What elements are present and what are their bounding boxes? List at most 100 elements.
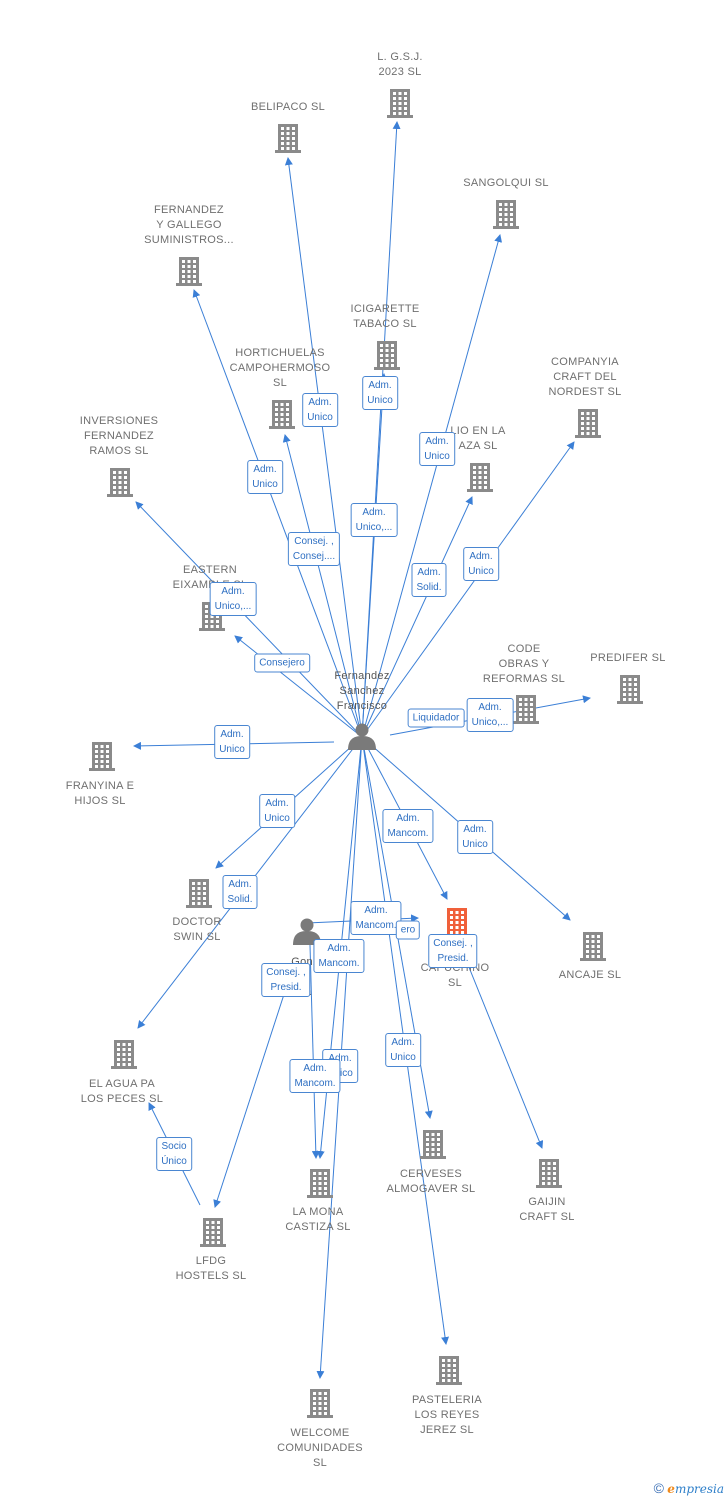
relation-badge[interactable]: Adm.Mancom. <box>350 901 402 935</box>
company-name-companyia[interactable]: COMPANYIA CRAFT DEL NORDEST SL <box>510 355 660 400</box>
company-name-line: EASTERN <box>182 564 238 576</box>
relation-badge[interactable]: Adm.Mancom. <box>313 939 365 973</box>
relation-edge <box>361 496 473 738</box>
company-node-icon[interactable] <box>575 409 601 438</box>
company-node-icon[interactable] <box>580 932 606 961</box>
company-name-predifer[interactable]: PREDIFER SL <box>553 651 703 666</box>
company-name-line: CODE <box>507 643 541 655</box>
relation-badge[interactable]: Adm.Mancom. <box>382 809 434 843</box>
company-node-icon[interactable] <box>89 742 115 771</box>
relation-badge[interactable]: Adm.Unico <box>362 376 398 410</box>
company-node-icon[interactable] <box>436 1356 462 1385</box>
company-name-line: CRAFT DEL <box>553 371 617 383</box>
company-name-lgsj[interactable]: L. G.S.J.2023 SL <box>325 50 475 80</box>
relation-badge[interactable]: Adm.Unico,... <box>350 503 398 537</box>
relation-badge[interactable]: Adm.Solid. <box>222 875 258 909</box>
company-node-icon[interactable] <box>467 463 493 492</box>
company-node-icon[interactable] <box>444 908 470 937</box>
relation-badge-line: Unico,... <box>355 522 393 533</box>
person-icon[interactable] <box>348 723 376 751</box>
company-name-line: FRANYINA E <box>65 780 135 792</box>
relation-badge[interactable]: Adm.Solid. <box>411 563 447 597</box>
relation-badge-line: Consejero <box>259 657 305 669</box>
relation-badge-line: ero <box>400 924 416 936</box>
relation-badge-line: Unico,... <box>471 717 509 728</box>
company-node-icon[interactable] <box>493 200 519 229</box>
relation-badge[interactable]: Consej. ,Consej.... <box>287 532 341 566</box>
copyright-mark: © <box>653 1480 664 1496</box>
company-name-line: FERNANDEZ <box>84 430 154 442</box>
company-node-icon[interactable] <box>186 879 212 908</box>
company-node-icon[interactable] <box>617 675 643 704</box>
relation-badge[interactable]: Adm.Unico <box>247 460 283 494</box>
relation-badge[interactable]: Adm.Unico,... <box>466 698 514 732</box>
company-name-line: COMPANYIA <box>551 356 619 368</box>
company-name-line: LA MONA <box>292 1206 344 1218</box>
company-node-icon[interactable] <box>275 124 301 153</box>
relation-edge <box>459 944 544 1149</box>
company-node-icon[interactable] <box>307 1169 333 1198</box>
relation-badge-line: Adm. <box>368 380 392 391</box>
relation-badge[interactable]: Adm.Unico <box>457 820 493 854</box>
brand-logo[interactable]: empresia <box>667 1482 724 1496</box>
company-node-icon[interactable] <box>176 257 202 286</box>
company-node-icon[interactable] <box>536 1159 562 1188</box>
company-name-line: Y GALLEGO <box>156 219 222 231</box>
company-name-line: WELCOME <box>290 1427 350 1439</box>
relation-badge[interactable]: Adm.Unico <box>385 1033 421 1067</box>
company-name-line: NORDEST SL <box>548 386 622 398</box>
company-node-icon[interactable] <box>420 1130 446 1159</box>
relation-badge[interactable]: Consejero <box>254 653 310 673</box>
relation-badge-line: Adm. <box>469 551 493 562</box>
company-node-icon[interactable] <box>269 400 295 429</box>
relation-badge-line: Presid. <box>437 953 469 964</box>
relation-badge[interactable]: Adm.Unico <box>259 794 295 828</box>
company-node-icon[interactable] <box>200 1218 226 1247</box>
relation-badge[interactable]: Consej. ,Presid. <box>261 963 311 997</box>
relation-badge[interactable]: Adm.Unico <box>463 547 499 581</box>
relation-badge-line: Liquidador <box>412 712 460 724</box>
relation-badge[interactable]: Consej. ,Presid. <box>428 934 478 968</box>
company-node-icon[interactable] <box>107 468 133 497</box>
company-name-sangolqui[interactable]: SANGOLQUI SL <box>431 176 581 191</box>
company-name-line: CRAFT SL <box>519 1211 575 1223</box>
relation-badge[interactable]: Adm.Unico <box>302 393 338 427</box>
company-name-line: AZA SL <box>458 440 498 452</box>
relation-badge[interactable]: Adm.Mancom. <box>289 1059 341 1093</box>
relation-badge-line: Adm. <box>220 729 244 740</box>
relation-badge[interactable]: Liquidador <box>407 708 465 728</box>
company-node-icon[interactable] <box>513 695 539 724</box>
company-name-ancaje[interactable]: ANCAJE SL <box>515 968 665 983</box>
company-node-icon[interactable] <box>307 1389 333 1418</box>
company-node-icon[interactable] <box>374 341 400 370</box>
company-name-line: LOS PECES SL <box>80 1093 164 1105</box>
relation-badge-line: Unico <box>390 1052 416 1063</box>
relation-badge[interactable]: Adm.Unico,... <box>209 582 257 616</box>
company-node-icon[interactable] <box>387 89 413 118</box>
relation-badge[interactable]: Adm.Unico <box>214 725 250 759</box>
company-name-line: HOSTELS SL <box>175 1270 247 1282</box>
company-node-icon[interactable] <box>111 1040 137 1069</box>
relation-edge <box>309 944 320 1159</box>
company-name-line: DOCTOR <box>172 916 222 928</box>
company-name-belipaco[interactable]: BELIPACO SL <box>213 100 363 115</box>
relation-badge[interactable]: Adm.Unico <box>419 432 455 466</box>
relation-badge[interactable]: ero <box>395 920 421 940</box>
